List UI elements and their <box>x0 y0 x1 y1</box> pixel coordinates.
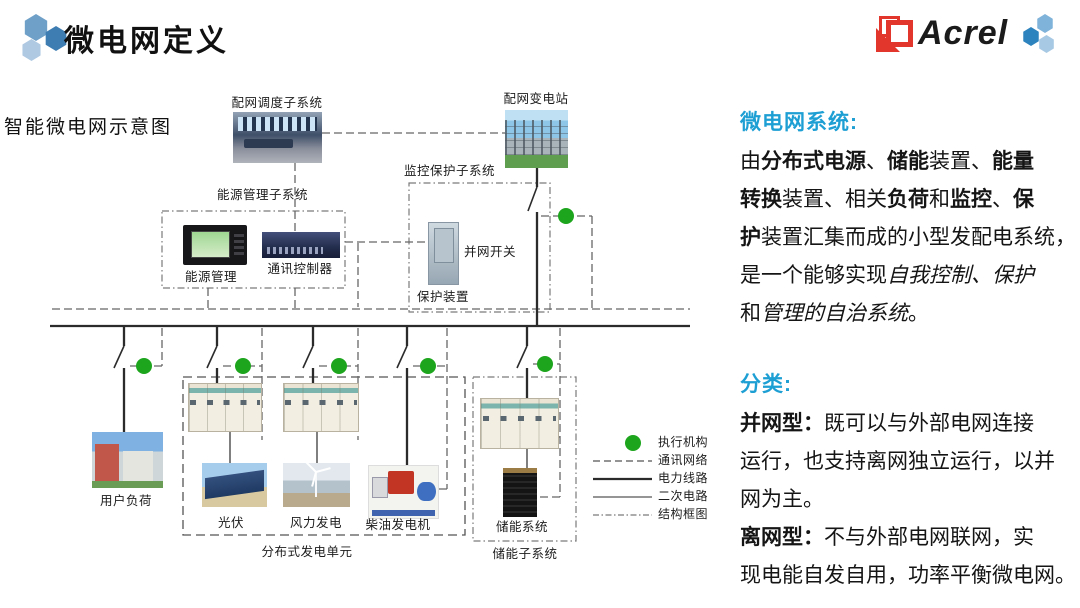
photo-pv <box>202 463 267 507</box>
photo-comm-controller <box>262 232 340 258</box>
title-hex-icon-1 <box>24 14 48 41</box>
acrel-logo-icon <box>876 14 914 56</box>
logo-hex-icon-2 <box>1023 27 1039 46</box>
label-grid-switch: 并网开关 <box>464 245 517 259</box>
definition-paragraph: 由分布式电源、储能装置、能量转换装置、相关负荷和监控、保护装置汇集而成的小型发配… <box>740 149 1076 325</box>
label-protection-box: 监控保护子系统 <box>404 164 496 178</box>
label-storage: 储能系统 <box>495 520 548 534</box>
photo-switchgear-wind <box>283 383 359 432</box>
photo-energy-mgmt-terminal <box>183 225 247 265</box>
label-dg-box: 分布式发电单元 <box>261 545 353 559</box>
label-protection-device: 保护装置 <box>417 290 470 304</box>
legend-label-actuator: 执行机构 <box>658 435 709 449</box>
acrel-logo-text: Acrel <box>918 14 1009 52</box>
actuator-dots <box>136 208 574 374</box>
classification-section: 分类: 并网型：既可以与外部电网连接运行，也支持离网独立运行，以并网为主。 离网… <box>740 368 1080 594</box>
offgrid-type-paragraph: 离网型：不与外部电网联网，实现电能自发自用，功率平衡微电网。 <box>740 525 1076 587</box>
title-hex-icon-3 <box>22 39 41 61</box>
definition-section: 微电网系统: 由分布式电源、储能装置、能量转换装置、相关负荷和监控、保护装置汇集… <box>740 106 1080 332</box>
power-lines <box>50 168 690 466</box>
logo-hex-icon-1 <box>1037 14 1053 33</box>
photo-battery-cabinet <box>503 468 537 517</box>
legend-label-structure: 结构框图 <box>658 507 709 521</box>
definition-heading: 微电网系统: <box>740 111 858 134</box>
secondary-lines <box>229 430 528 468</box>
title-hex-icon-2 <box>45 26 67 51</box>
legend-samples <box>593 435 652 516</box>
photo-storage-switchgear <box>480 398 559 449</box>
dg-unit-box <box>182 376 466 536</box>
structure-boxes <box>161 182 577 542</box>
legend-dot-sample <box>625 435 641 451</box>
switch-blades <box>113 186 538 369</box>
grid-type-paragraph: 并网型：既可以与外部电网连接运行，也支持离网独立运行，以并网为主。 <box>740 411 1055 511</box>
legend-label-comm: 通讯网络 <box>658 453 709 467</box>
legend-label-secondary: 二次电路 <box>658 489 709 503</box>
label-ems-box: 能源管理子系统 <box>217 188 309 202</box>
diagram-caption: 智能微电网示意图 <box>4 117 173 138</box>
photo-dispatch-room <box>233 112 322 163</box>
photo-substation <box>505 110 568 168</box>
legend-label-power: 电力线路 <box>658 471 709 485</box>
page-title: 微电网定义 <box>64 25 229 58</box>
photo-user-load <box>92 432 163 488</box>
label-comm-controller: 通讯控制器 <box>267 262 333 276</box>
photo-wind <box>283 463 350 507</box>
classification-heading: 分类: <box>740 373 792 396</box>
label-wind: 风力发电 <box>289 516 342 530</box>
logo-hex-icon-3 <box>1039 35 1054 53</box>
label-dispatch: 配网调度子系统 <box>231 96 323 110</box>
label-user-load: 用户负荷 <box>99 494 152 508</box>
label-substation: 配网变电站 <box>503 92 569 106</box>
photo-diesel-generator <box>368 465 439 519</box>
protection-subsystem-box <box>408 182 551 313</box>
label-energy-mgmt: 能源管理 <box>184 270 237 284</box>
photo-switchgear-pv <box>188 383 262 432</box>
photo-protection-cabinet <box>428 222 459 285</box>
label-pv: 光伏 <box>217 516 244 530</box>
label-storage-box: 储能子系统 <box>492 547 558 561</box>
storage-subsystem-box <box>472 376 577 542</box>
acrel-logo: Acrel <box>876 12 1076 60</box>
ems-subsystem-box <box>161 210 346 289</box>
label-diesel: 柴油发电机 <box>365 518 431 532</box>
